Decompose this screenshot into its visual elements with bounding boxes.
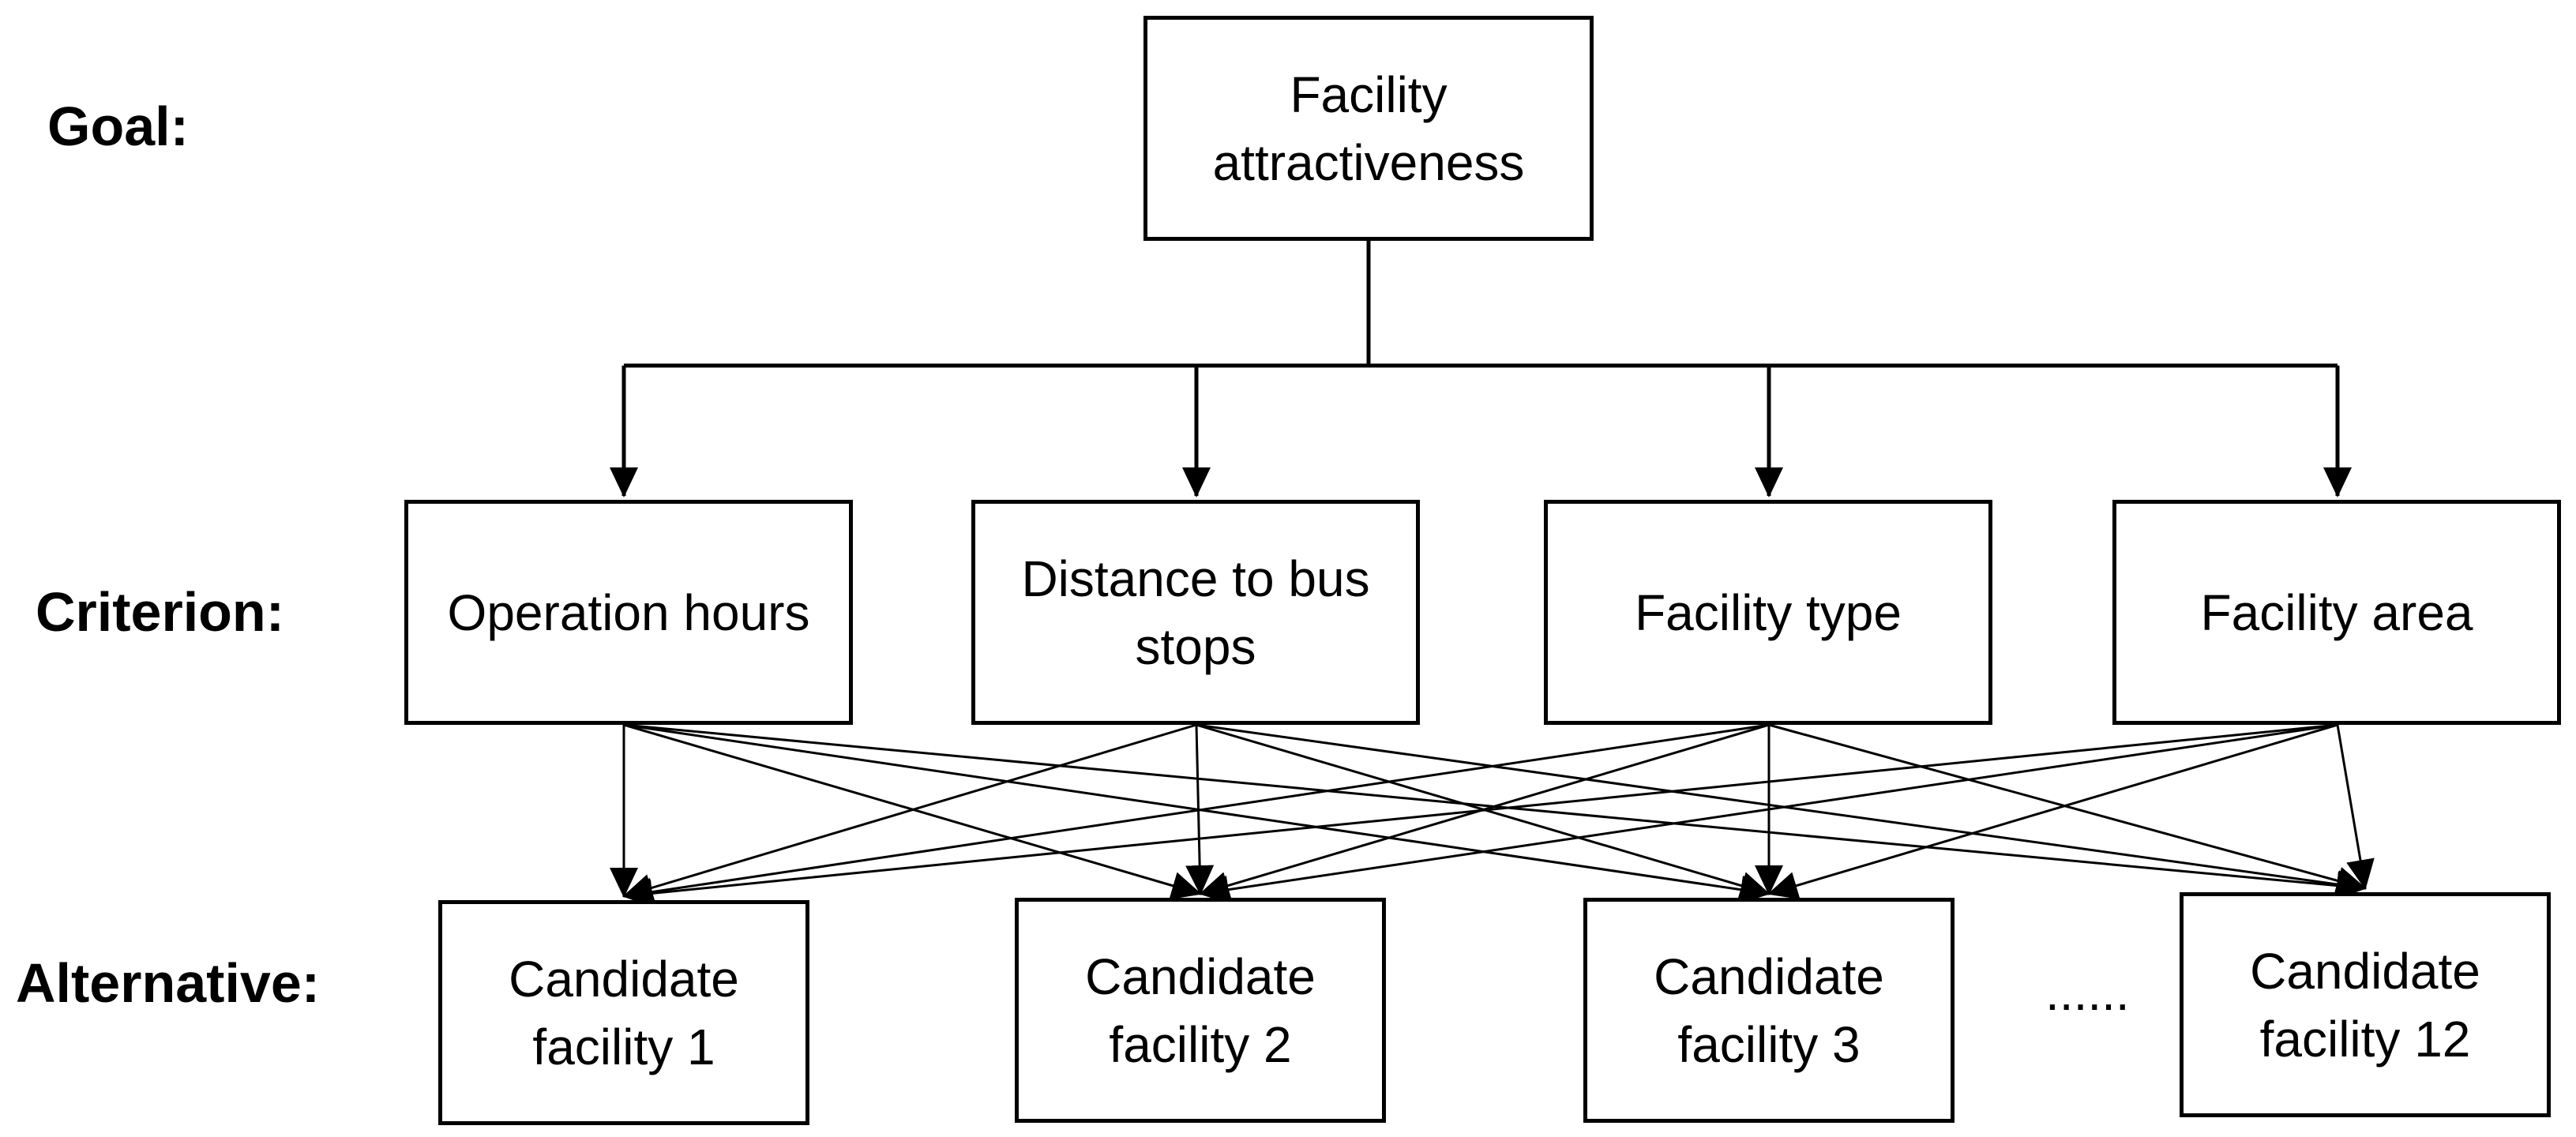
criterion-box-distance-to-bus-stops: Distance to bus stops	[971, 500, 1420, 725]
criterion-2-to-alternative-1-arrow	[622, 723, 1197, 902]
alternative-label-line1: Candidate	[1085, 948, 1316, 1005]
goal-box: Facility attractiveness	[1143, 16, 1594, 241]
goal-box-line2: attractiveness	[1212, 133, 1525, 191]
alternative-box-facility-1: Candidate facility 1	[438, 900, 809, 1125]
criterion-4-to-alternative-3-arrow	[1767, 723, 2338, 899]
criterion-box-facility-type: Facility type	[1544, 500, 1992, 725]
criterion-4-to-alternative-2-arrow	[1199, 723, 2338, 904]
goal-box-line1: Facility	[1290, 66, 1448, 123]
level-label-goal: Goal:	[47, 96, 189, 157]
criterion-3-to-alternative-4-arrow	[1768, 723, 2367, 895]
criterion-box-operation-hours: Operation hours	[404, 500, 853, 725]
alternative-box-facility-3: Candidate facility 3	[1583, 898, 1955, 1123]
criterion-label-line2: stops	[1135, 617, 1256, 675]
criterion-4-to-alternative-1-arrow	[622, 723, 2338, 908]
criterion-label-line1: Facility area	[2200, 584, 2473, 641]
criterion-label-line1: Facility type	[1635, 584, 1902, 641]
criterion-box-facility-area: Facility area	[2112, 500, 2561, 725]
alternative-label-line2: facility 3	[1677, 1015, 1861, 1073]
criterion-label-line1: Distance to bus	[1021, 550, 1370, 607]
criterion-label-line1: Operation hours	[447, 584, 810, 641]
alternative-box-facility-12: Candidate facility 12	[2180, 892, 2551, 1117]
alternative-label-line2: facility 1	[532, 1018, 715, 1075]
alternative-label-line2: facility 12	[2259, 1010, 2471, 1068]
alternative-label-line1: Candidate	[1654, 948, 1884, 1005]
alternative-label-line1: Candidate	[509, 950, 739, 1008]
alternatives-ellipsis: ......	[2045, 964, 2130, 1021]
criterion-4-to-alternative-4-arrow	[2336, 724, 2375, 890]
alternative-box-facility-2: Candidate facility 2	[1015, 898, 1386, 1123]
level-label-alternative: Alternative:	[16, 952, 321, 1014]
alternative-label-line1: Candidate	[2250, 942, 2480, 1000]
criterion-3-to-alternative-1-arrow	[622, 723, 1770, 906]
alternative-label-line2: facility 2	[1109, 1015, 1292, 1073]
level-label-criterion: Criterion:	[36, 581, 284, 643]
